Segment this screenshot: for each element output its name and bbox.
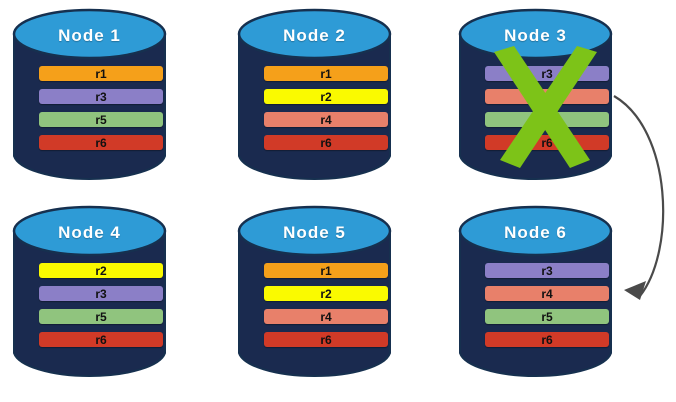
- database-node-4[interactable]: Node 4 r2 r3 r5 r6: [12, 205, 167, 385]
- database-node-1[interactable]: Node 1 r1 r3 r5 r6: [12, 8, 167, 188]
- replica-bar[interactable]: r6: [485, 332, 609, 347]
- replica-list: r3 r4 r5 r6: [485, 263, 609, 355]
- replica-bar[interactable]: r4: [485, 286, 609, 301]
- node-title: Node 4: [58, 223, 121, 242]
- replica-label: r1: [320, 66, 332, 81]
- replica-bar[interactable]: r5: [39, 309, 163, 324]
- replica-bar[interactable]: r3: [39, 89, 163, 104]
- replica-label: r6: [95, 135, 107, 150]
- database-node-6[interactable]: Node 6 r3 r4 r5 r6: [458, 205, 613, 385]
- replica-label: r6: [541, 135, 553, 150]
- replica-label: r6: [320, 332, 332, 347]
- replica-bar[interactable]: r3: [485, 66, 609, 81]
- replica-label: r5: [541, 309, 553, 324]
- database-node-3[interactable]: Node 3 r3 r4 r5 r6: [458, 8, 613, 188]
- replica-bar[interactable]: r6: [485, 135, 609, 150]
- replica-bar[interactable]: r4: [485, 89, 609, 104]
- replica-bar[interactable]: r3: [39, 286, 163, 301]
- replica-bar[interactable]: r3: [485, 263, 609, 278]
- replica-bar[interactable]: r2: [39, 263, 163, 278]
- replica-bar[interactable]: r4: [264, 112, 388, 127]
- replica-label: r3: [95, 89, 107, 104]
- replica-label: r1: [320, 263, 332, 278]
- replica-list: r1 r2 r4 r6: [264, 66, 388, 158]
- replica-bar[interactable]: r6: [264, 332, 388, 347]
- replica-label: r4: [541, 286, 553, 301]
- replica-bar[interactable]: r5: [485, 112, 609, 127]
- node-title: Node 3: [504, 26, 567, 45]
- replica-label: r6: [95, 332, 107, 347]
- node-title: Node 2: [283, 26, 346, 45]
- replica-label: r5: [95, 112, 107, 127]
- replica-bar[interactable]: r4: [264, 309, 388, 324]
- replica-label: r3: [541, 66, 553, 81]
- replica-bar[interactable]: r1: [264, 66, 388, 81]
- node-title: Node 6: [504, 223, 567, 242]
- replica-label: r5: [95, 309, 107, 324]
- replica-bar[interactable]: r5: [39, 112, 163, 127]
- replica-list: r1 r3 r5 r6: [39, 66, 163, 158]
- replica-label: r3: [95, 286, 107, 301]
- replica-list: r2 r3 r5 r6: [39, 263, 163, 355]
- replica-bar[interactable]: r6: [39, 135, 163, 150]
- replica-label: r4: [541, 89, 553, 104]
- replica-label: r3: [541, 263, 553, 278]
- replica-label: r1: [95, 66, 107, 81]
- replica-bar[interactable]: r6: [39, 332, 163, 347]
- replica-label: r2: [320, 286, 332, 301]
- database-node-5[interactable]: Node 5 r1 r2 r4 r6: [237, 205, 392, 385]
- node-title: Node 1: [58, 26, 121, 45]
- replica-label: r2: [95, 263, 107, 278]
- replica-list: r1 r2 r4 r6: [264, 263, 388, 355]
- replica-bar[interactable]: r2: [264, 286, 388, 301]
- replica-bar[interactable]: r5: [485, 309, 609, 324]
- replica-bar[interactable]: r1: [39, 66, 163, 81]
- replica-label: r2: [320, 89, 332, 104]
- replica-label: r4: [320, 112, 332, 127]
- replica-bar[interactable]: r2: [264, 89, 388, 104]
- replica-bar[interactable]: r6: [264, 135, 388, 150]
- replica-list: r3 r4 r5 r6: [485, 66, 609, 158]
- node-title: Node 5: [283, 223, 346, 242]
- database-node-2[interactable]: Node 2 r1 r2 r4 r6: [237, 8, 392, 188]
- replica-label: r6: [320, 135, 332, 150]
- replica-label: r5: [541, 112, 553, 127]
- replica-label: r4: [320, 309, 332, 324]
- replica-label: r6: [541, 332, 553, 347]
- replica-bar[interactable]: r1: [264, 263, 388, 278]
